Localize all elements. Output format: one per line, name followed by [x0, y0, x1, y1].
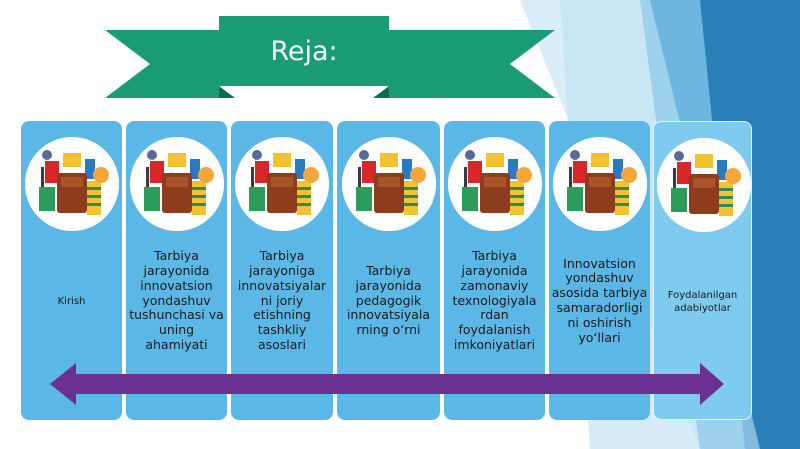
- school-supplies-image: [656, 138, 751, 232]
- plan-card-label: Tarbiya jarayoniga innovatsiyalar ni jor…: [237, 248, 327, 352]
- school-supplies-image: [235, 137, 329, 231]
- title-banner: [105, 16, 555, 98]
- school-supplies-image: [447, 137, 542, 231]
- plan-card: Innovatsion yondashuv asosida tarbiya sa…: [549, 121, 650, 420]
- school-supplies-image: [129, 137, 224, 231]
- plan-card: Tarbiya jarayoniga innovatsiyalar ni jor…: [231, 121, 333, 420]
- plan-card-label: Kirish: [57, 295, 86, 307]
- plan-card: Kirish: [21, 121, 122, 420]
- school-supplies-image: [24, 137, 119, 231]
- plan-card-label: Tarbiya jarayonida zamonaviy texnologiya…: [452, 248, 537, 352]
- plan-card: Tarbiya jarayonida zamonaviy texnologiya…: [444, 121, 545, 420]
- slide-title: Reja:: [270, 35, 338, 67]
- plan-card: Tarbiya jarayonida pedagogik innovatsiya…: [337, 121, 440, 420]
- plan-card-label: Foydalanilgan adabiyotlar: [667, 290, 738, 314]
- plan-card: Foydalanilgan adabiyotlar: [653, 121, 752, 420]
- school-supplies-image: [552, 137, 647, 231]
- plan-card: Tarbiya jarayonida innovatsion yondashuv…: [126, 121, 227, 420]
- plan-card-label: Tarbiya jarayonida pedagogik innovatsiya…: [346, 263, 431, 338]
- plan-card-label: Tarbiya jarayonida innovatsion yondashuv…: [129, 248, 224, 352]
- plan-card-label: Innovatsion yondashuv asosida tarbiya sa…: [551, 255, 648, 345]
- school-supplies-image: [341, 137, 436, 231]
